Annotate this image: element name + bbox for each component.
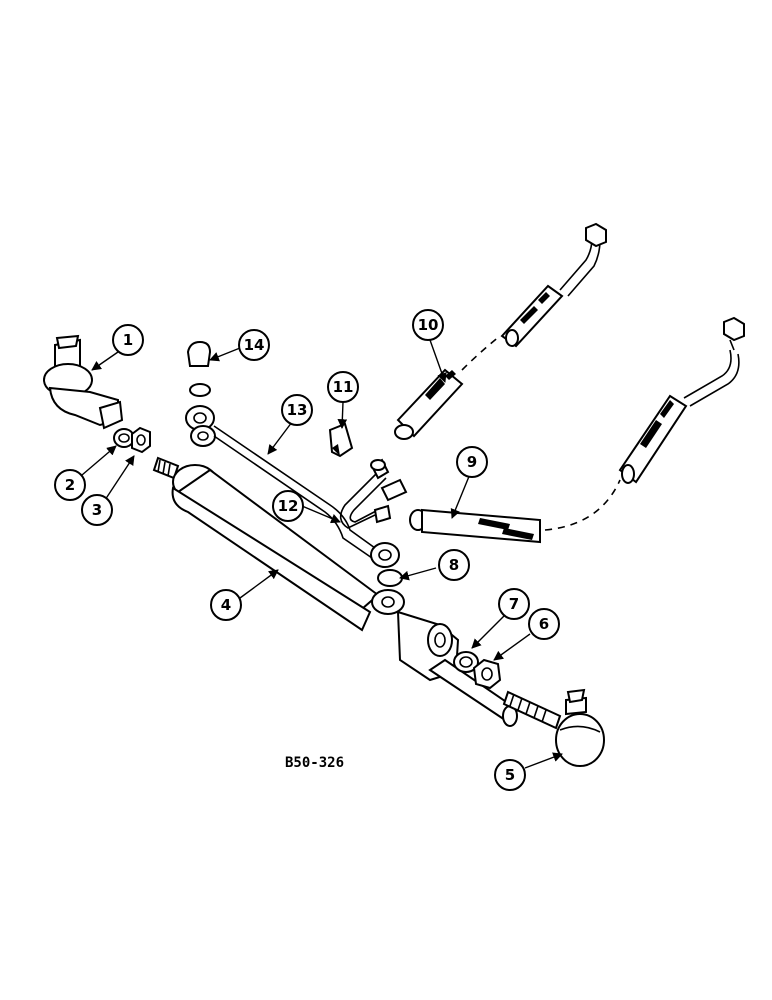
hydraulic-hose-lower xyxy=(409,316,745,544)
callout-10-label: 10 xyxy=(418,316,439,334)
tie-rod-end-right xyxy=(502,688,605,767)
hose-clip xyxy=(328,422,354,458)
callout-12: 12 xyxy=(272,490,304,522)
callout-13: 13 xyxy=(281,394,313,426)
callout-4-label: 4 xyxy=(221,596,231,614)
rigid-tube xyxy=(213,425,376,559)
banjo-bolt xyxy=(186,340,212,397)
figure-id: B50-326 xyxy=(285,755,344,771)
callout-7-label: 7 xyxy=(509,595,519,613)
callout-13-label: 13 xyxy=(287,401,308,419)
callout-9: 9 xyxy=(456,446,488,478)
callout-14: 14 xyxy=(238,329,270,361)
callout-7: 7 xyxy=(498,588,530,620)
callout-9-label: 9 xyxy=(467,453,477,471)
nut-left xyxy=(131,426,151,454)
callout-6: 6 xyxy=(528,608,560,640)
callout-1: 1 xyxy=(112,324,144,356)
hose-clip-bracket xyxy=(380,478,408,502)
callout-3: 3 xyxy=(81,494,113,526)
tie-rod-end-left xyxy=(43,334,124,430)
steering-cylinder xyxy=(152,456,520,727)
nut-right xyxy=(472,658,502,690)
callout-2: 2 xyxy=(54,469,86,501)
callout-1-label: 1 xyxy=(123,331,133,349)
hydraulic-hose-upper xyxy=(394,222,607,440)
banjo-fitting-upper xyxy=(185,405,216,447)
callout-2-label: 2 xyxy=(65,476,75,494)
callout-11: 11 xyxy=(327,371,359,403)
callout-14-label: 14 xyxy=(244,336,265,354)
callout-8-label: 8 xyxy=(449,556,459,574)
leader-lines xyxy=(81,339,563,769)
callout-5: 5 xyxy=(494,759,526,791)
callout-4: 4 xyxy=(210,589,242,621)
washer-right xyxy=(453,651,479,673)
callout-12-label: 12 xyxy=(278,497,299,515)
banjo-fitting-lower xyxy=(370,542,403,587)
callout-3-label: 3 xyxy=(92,501,102,519)
callout-8: 8 xyxy=(438,549,470,581)
callout-5-label: 5 xyxy=(505,766,515,784)
callout-6-label: 6 xyxy=(539,615,549,633)
callout-10: 10 xyxy=(412,309,444,341)
callout-11-label: 11 xyxy=(333,378,354,396)
bent-tube xyxy=(339,458,392,529)
